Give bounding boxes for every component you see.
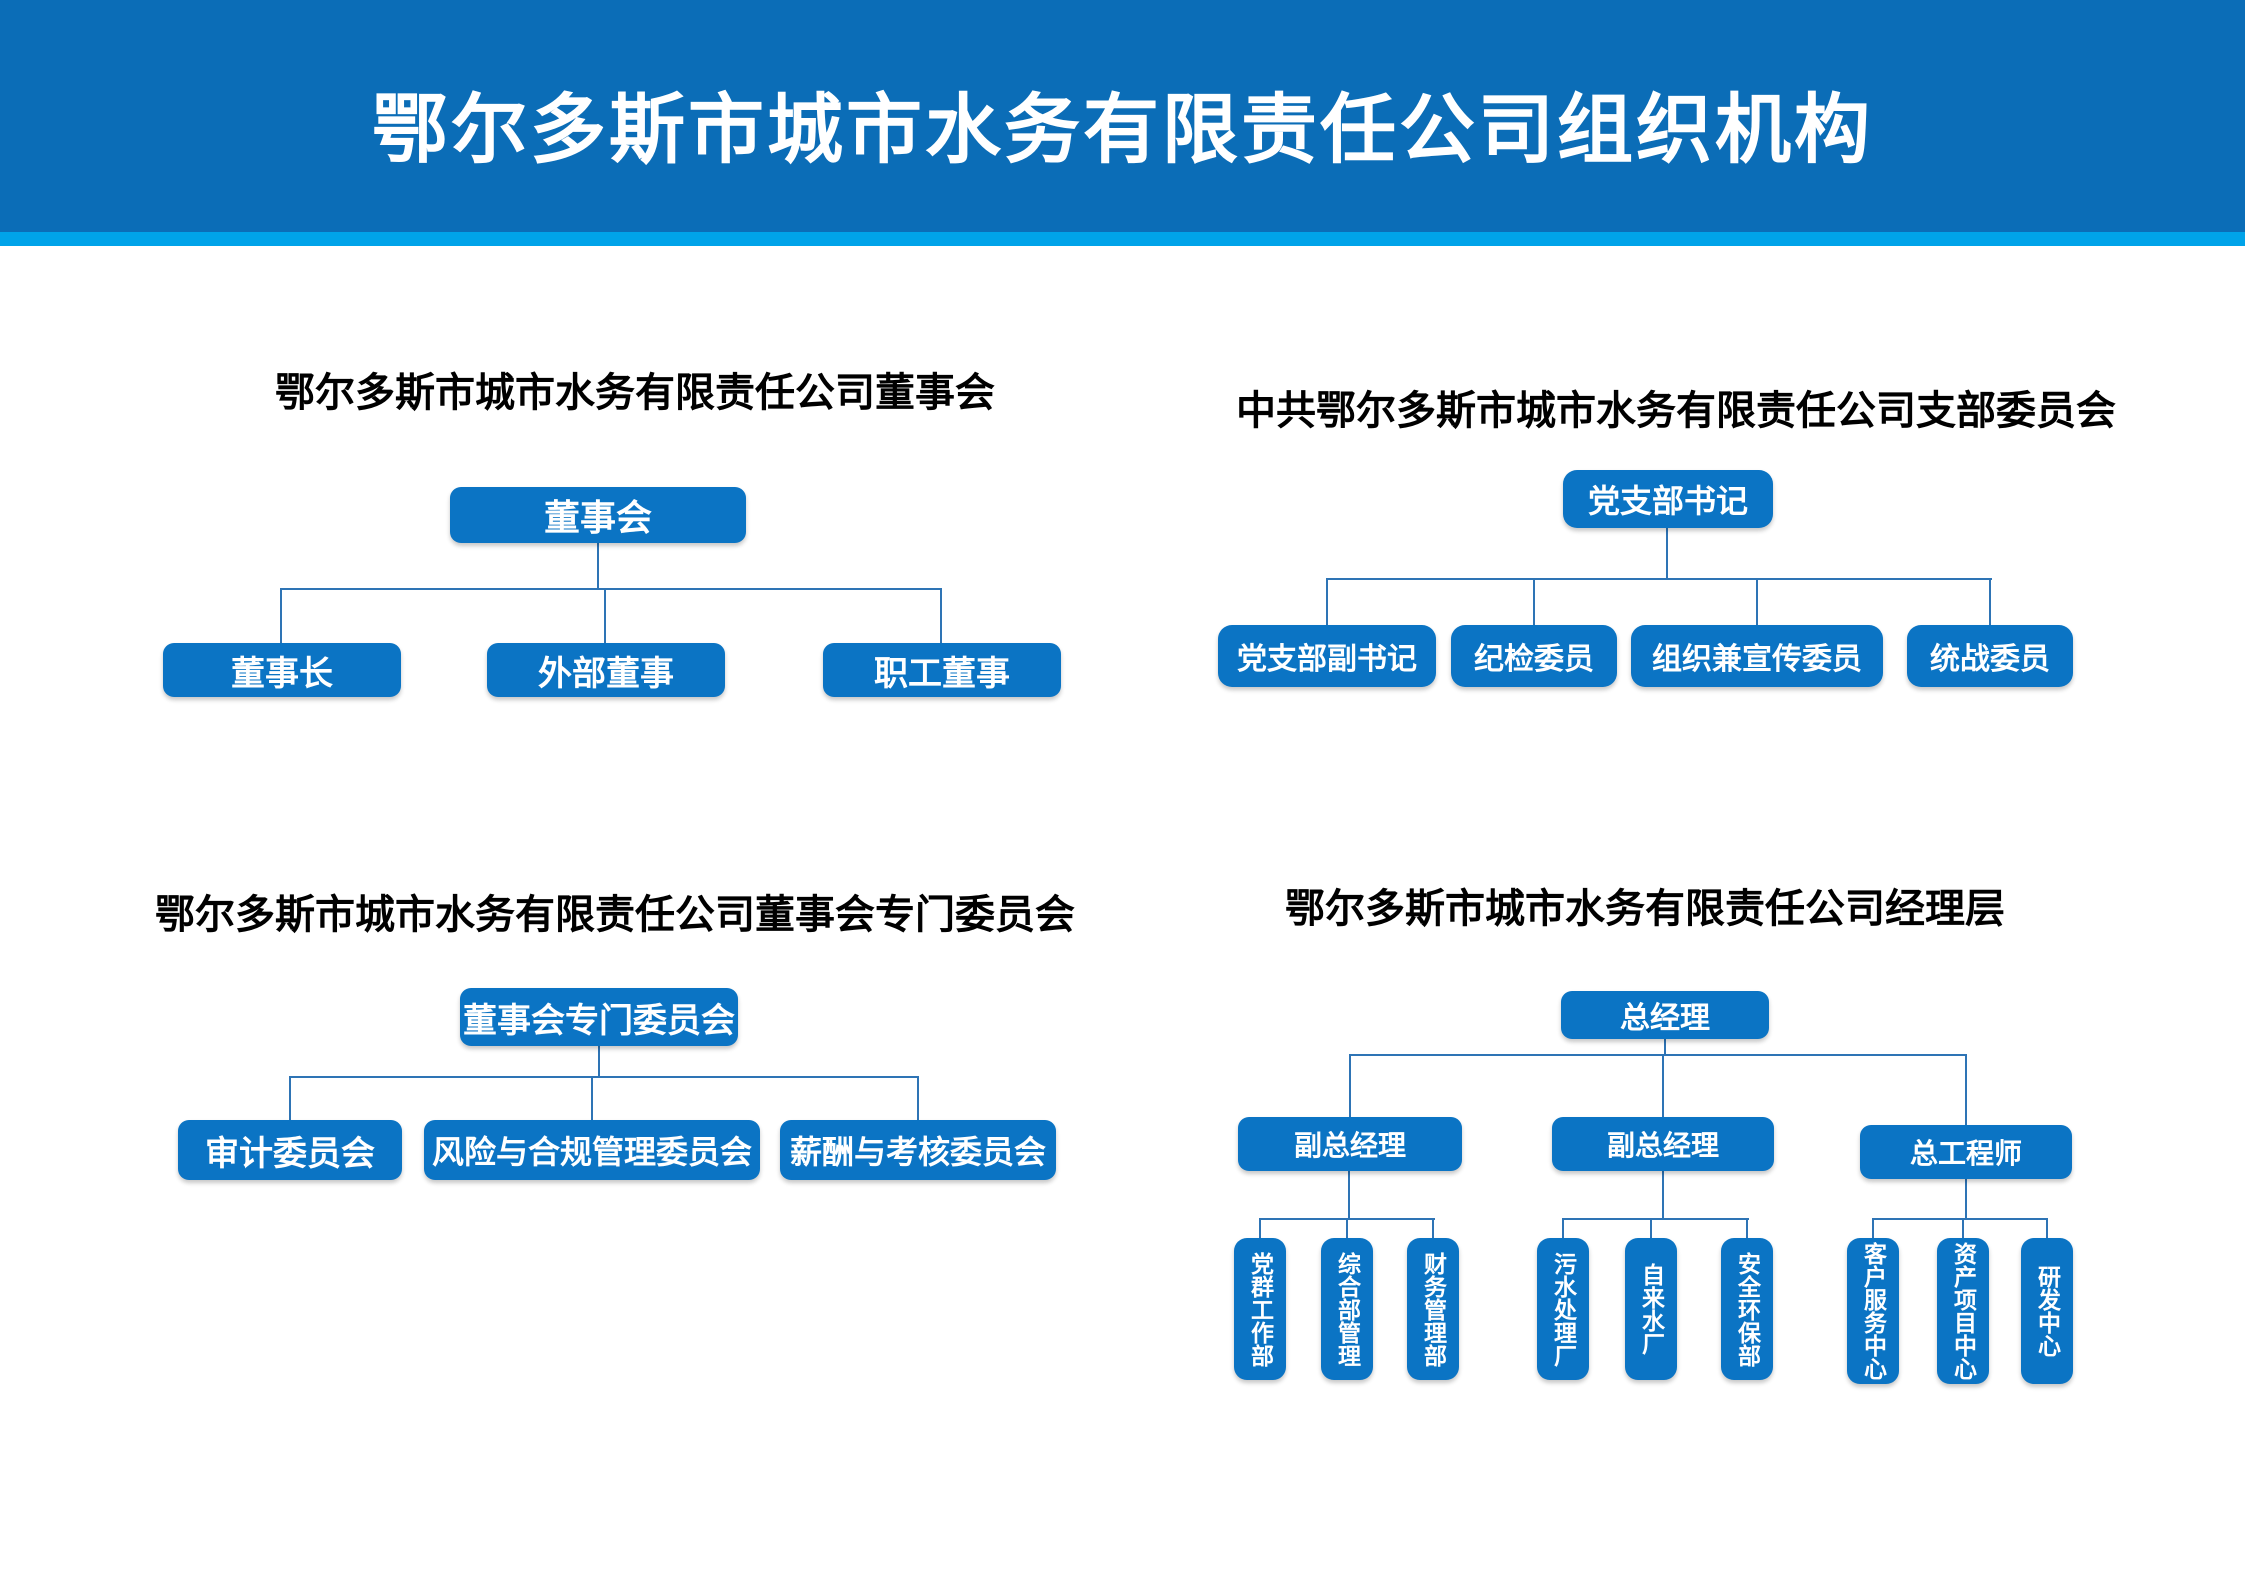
connector-line [1965, 1179, 1967, 1220]
sewage-treatment-plant-node: 污水处理厂 [1537, 1238, 1589, 1380]
connector-line [940, 590, 942, 643]
connector-line [917, 1078, 919, 1120]
connector-line [1662, 1056, 1664, 1117]
discipline-commissioner-node: 纪检委员 [1451, 625, 1617, 687]
chief-engineer-node: 总工程师 [1860, 1125, 2072, 1179]
connector-line [1650, 1220, 1652, 1244]
connector-line [1666, 528, 1668, 580]
audit-committee-node: 审计委员会 [178, 1120, 402, 1180]
connector-line [1326, 580, 1328, 625]
connector-line [1662, 1171, 1664, 1220]
connector-line [1562, 1220, 1564, 1244]
connector-line [1349, 1054, 1967, 1056]
connector-line [280, 588, 942, 590]
board-chart-title: 鄂尔多斯市城市水务有限责任公司董事会 [275, 370, 995, 415]
committees-chart-title: 鄂尔多斯市城市水务有限责任公司董事会专门委员会 [155, 892, 1075, 937]
connector-line [1756, 580, 1758, 625]
finance-management-dept-node: 财务管理部 [1407, 1238, 1459, 1380]
connector-line [289, 1078, 291, 1120]
page-title: 鄂尔多斯市城市水务有限责任公司组织机构 [372, 88, 1873, 173]
connector-line [1346, 1220, 1348, 1244]
risk-compliance-committee-node: 风险与合规管理委员会 [424, 1120, 760, 1180]
party-secretary-node: 党支部书记 [1563, 470, 1773, 528]
employee-director-node: 职工董事 [823, 643, 1061, 697]
connector-line [289, 1076, 919, 1078]
connector-line [597, 543, 599, 590]
connector-line [1533, 580, 1535, 625]
customer-service-center-node: 客户服务中心 [1847, 1238, 1899, 1384]
tap-water-plant-node: 自来水厂 [1625, 1238, 1677, 1380]
board-node: 董事会 [450, 487, 746, 543]
connector-line [280, 590, 282, 643]
party-mass-work-dept-node: 党群工作部 [1234, 1238, 1286, 1380]
connector-line [1746, 1220, 1748, 1244]
general-manager-node: 总经理 [1561, 991, 1769, 1039]
rd-center-node: 研发中心 [2021, 1238, 2073, 1384]
organization-publicity-commissioner-node: 组织兼宣传委员 [1631, 625, 1883, 687]
general-management-dept-node: 综合部管理 [1321, 1238, 1373, 1380]
connector-line [604, 590, 606, 643]
connector-line [1962, 1220, 1964, 1244]
header-banner: 鄂尔多斯市城市水务有限责任公司组织机构 [0, 0, 2245, 232]
chairman-node: 董事长 [163, 643, 401, 697]
connector-line [1326, 578, 1992, 580]
connector-line [1664, 1039, 1666, 1056]
connector-line [1562, 1218, 1749, 1220]
asset-project-center-node: 资产项目中心 [1937, 1238, 1989, 1384]
party-chart-title: 中共鄂尔多斯市城市水务有限责任公司支部委员会 [1236, 388, 2116, 433]
external-director-node: 外部董事 [487, 643, 725, 697]
connector-line [1872, 1220, 1874, 1244]
management-chart-title: 鄂尔多斯市城市水务有限责任公司经理层 [1285, 886, 2005, 931]
connector-line [1259, 1218, 1435, 1220]
connector-line [1349, 1056, 1351, 1117]
connector-line [1432, 1220, 1434, 1244]
safety-environment-dept-node: 安全环保部 [1721, 1238, 1773, 1380]
united-front-commissioner-node: 统战委员 [1907, 625, 2073, 687]
connector-line [1989, 580, 1991, 625]
connector-line [598, 1046, 600, 1078]
connector-line [2046, 1220, 2048, 1244]
deputy-party-secretary-node: 党支部副书记 [1218, 625, 1436, 687]
deputy-gm-2-node: 副总经理 [1552, 1117, 1774, 1171]
connector-line [1348, 1171, 1350, 1220]
connector-line [1872, 1218, 2048, 1220]
connector-line [591, 1078, 593, 1120]
connector-line [1965, 1056, 1967, 1125]
accent-stripe [0, 232, 2245, 246]
deputy-gm-1-node: 副总经理 [1238, 1117, 1462, 1171]
connector-line [1259, 1220, 1261, 1244]
special-committees-node: 董事会专门委员会 [460, 988, 738, 1046]
compensation-appraisal-committee-node: 薪酬与考核委员会 [780, 1120, 1056, 1180]
